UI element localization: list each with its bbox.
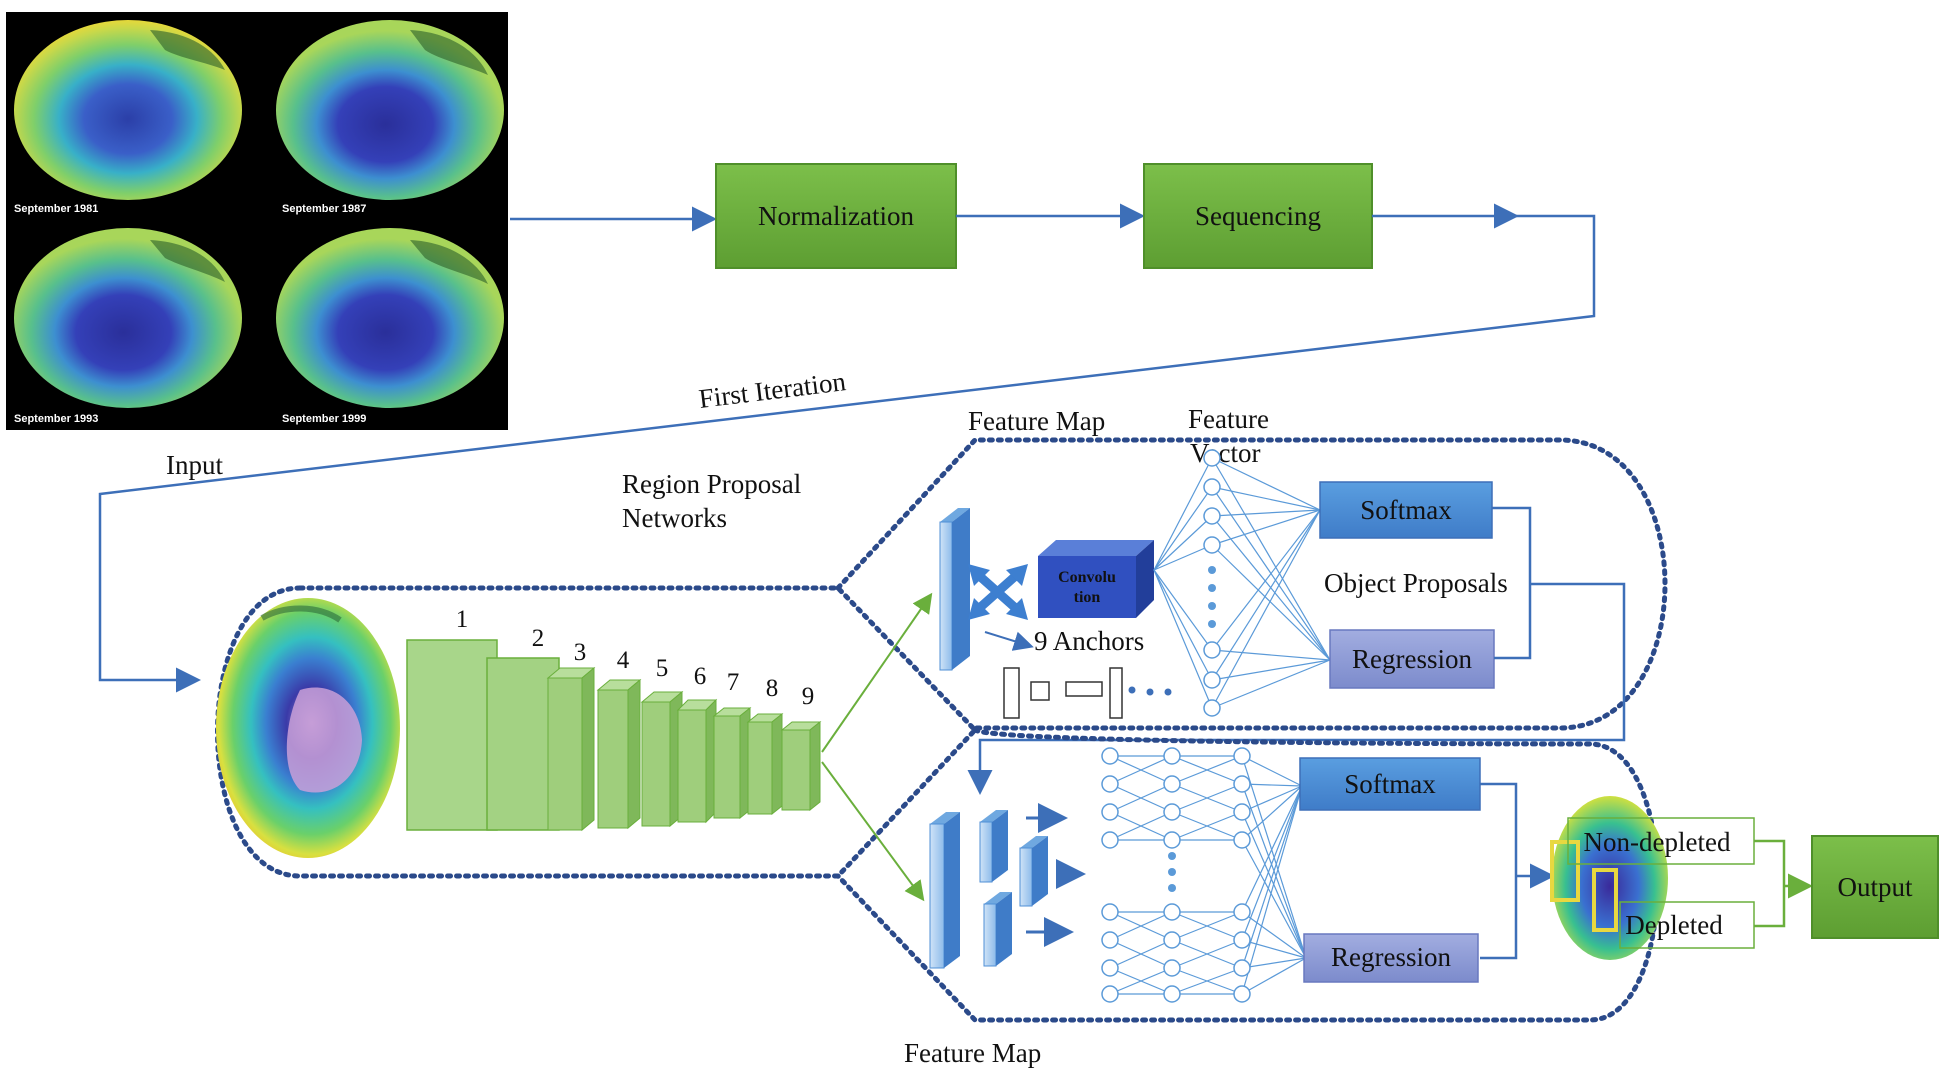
anchor-ellipsis (1128, 686, 1172, 696)
caption-1987: September 1987 (282, 203, 366, 215)
detector-slab-main (929, 812, 960, 969)
backbone-dotted-outline (215, 585, 979, 879)
rpn-neural-network (1153, 449, 1331, 717)
output-box: Output (1811, 835, 1939, 939)
layer-number-5: 5 (656, 655, 669, 682)
rpn-softmax-box: Softmax (1319, 481, 1493, 539)
rpn-regression-label: Regression (1352, 644, 1472, 674)
rpn-title-line2: Networks (622, 503, 727, 533)
layer-number-2: 2 (532, 625, 545, 652)
layer-number-1: 1 (456, 606, 469, 633)
cnn-layer-3 (546, 666, 596, 832)
normalization-label: Normalization (758, 201, 914, 231)
sequencing-label: Sequencing (1195, 201, 1321, 231)
input-label: Input (166, 450, 223, 480)
convolution-cube: Convolu tion (1038, 540, 1154, 618)
detector-feature-map-label: Feature Map (904, 1038, 1041, 1068)
detector-regression-box: Regression (1303, 933, 1479, 983)
detector-slab-c (983, 892, 1012, 967)
cnn-layers (406, 639, 822, 832)
detector-slab-b (1019, 836, 1048, 907)
detector-dotted-outline (835, 727, 1660, 1023)
arrow-backbone-to-detector (821, 761, 925, 902)
anchor-shapes (1003, 667, 1123, 719)
cnn-layer-9 (780, 720, 822, 812)
sequencing-box: Sequencing (1143, 163, 1373, 269)
rpn-feature-map-slab (939, 508, 970, 671)
anchors-label: 9 Anchors (1034, 626, 1144, 656)
normalization-box: Normalization (715, 163, 957, 269)
output-ozone-globe (1550, 796, 1668, 960)
input-ozone-globe (216, 598, 400, 858)
cnn-layer-numbers: 1 2 3 4 5 6 7 8 9 (456, 606, 815, 710)
cnn-layer-7 (712, 706, 752, 820)
globe-1999 (276, 228, 504, 408)
proposals-to-detector-arrow (967, 582, 1626, 795)
detector-softmax-box: Softmax (1299, 757, 1481, 811)
feature-vector-line1: Feature (1188, 404, 1269, 434)
arrowheads-icon (968, 564, 1028, 620)
layer-number-6: 6 (694, 663, 707, 690)
globe-1987 (276, 20, 504, 200)
detector-feature-maps (929, 810, 1048, 969)
non-depleted-label-box: Non-depleted (1567, 817, 1755, 865)
caption-1981: September 1981 (14, 203, 98, 215)
output-label: Output (1837, 872, 1913, 902)
object-proposals-label: Object Proposals (1324, 568, 1508, 598)
depleted-label-box: Depleted (1619, 901, 1755, 949)
arrow-to-anchors (984, 631, 1034, 651)
detector-small-arrows (1026, 803, 1086, 947)
detector-slab-a (979, 810, 1008, 883)
caption-1993: September 1993 (14, 413, 98, 425)
layer-number-7: 7 (727, 669, 740, 696)
feature-vector-line2: Vector (1190, 438, 1260, 468)
globe-1993 (14, 228, 242, 408)
detector-softmax-label: Softmax (1344, 769, 1436, 799)
caption-1999: September 1999 (282, 413, 366, 425)
layer-number-4: 4 (617, 647, 630, 674)
cnn-layer-5 (640, 690, 684, 828)
detector-regression-label: Regression (1331, 942, 1451, 972)
arrow-backbone-to-rpn (821, 592, 933, 753)
first-iteration-loop (98, 214, 1596, 693)
convolution-label-line1: Convolu (1058, 569, 1116, 586)
layer-number-9: 9 (802, 683, 815, 710)
rpn-dotted-outline (835, 437, 1668, 731)
globe-1981 (14, 20, 242, 200)
cnn-layer-1 (406, 639, 498, 831)
cnn-layer-2 (486, 657, 560, 831)
cnn-layer-6 (676, 698, 718, 824)
cnn-layer-4 (596, 678, 642, 830)
convolution-label-line2: tion (1074, 589, 1101, 606)
rpn-softmax-label: Softmax (1360, 495, 1452, 525)
non-depleted-label: Non-depleted (1584, 827, 1731, 857)
depleted-bbox (1592, 868, 1618, 932)
cnn-layer-8 (746, 712, 784, 816)
input-image-panel: September 1981 September 1987 September … (6, 12, 508, 430)
rpn-regression-box: Regression (1329, 629, 1495, 689)
rpn-feature-map-label: Feature Map (968, 406, 1105, 436)
non-depleted-bbox (1550, 840, 1580, 902)
layer-number-8: 8 (766, 675, 779, 702)
layer-number-3: 3 (574, 639, 587, 666)
rpn-title-line1: Region Proposal (622, 469, 801, 499)
output-merge-bracket (1754, 839, 1786, 928)
depleted-label: Depleted (1625, 910, 1723, 940)
sliding-window-arrows-icon (970, 567, 1025, 617)
detector-neural-network (1101, 747, 1307, 1003)
detector-merge-bracket (1480, 782, 1518, 960)
